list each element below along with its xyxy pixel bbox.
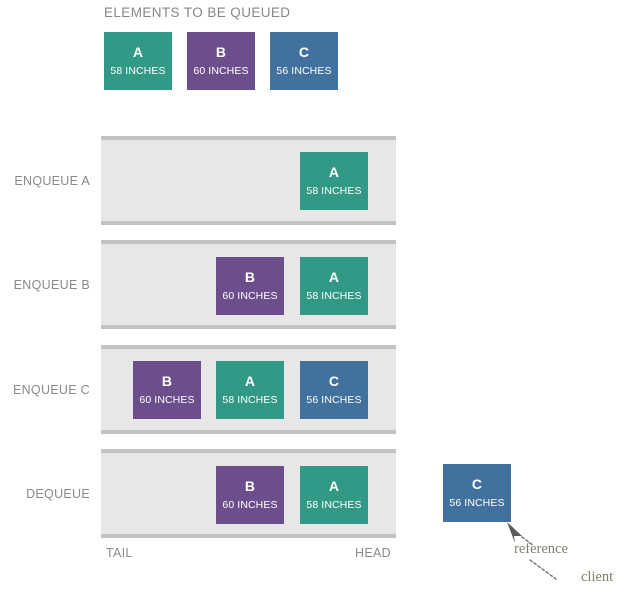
row-enqueue-b-block-1-measure: 58 INCHES — [306, 290, 362, 303]
row-enqueue-c-block-1-letter: A — [244, 373, 256, 390]
row-label-enqueue-a: ENQUEUE A — [14, 174, 90, 188]
row-enqueue-a-block-0: A 58 INCHES — [300, 152, 368, 210]
row-dequeue-block-0-letter: B — [244, 478, 256, 495]
reference-arrowhead-icon — [507, 522, 522, 543]
row-enqueue-b-block-0-letter: B — [244, 269, 256, 286]
row-enqueue-a-block-0-measure: 58 INCHES — [306, 185, 362, 198]
row-enqueue-b-block-0: B 60 INCHES — [216, 257, 284, 315]
row-dequeue-block-1-measure: 58 INCHES — [306, 499, 362, 512]
row-enqueue-c-block-0-letter: B — [161, 373, 173, 390]
row-dequeue-block-0-measure: 60 INCHES — [222, 499, 278, 512]
legend-block-c-measure: 56 INCHES — [276, 65, 332, 78]
legend-title: ELEMENTS TO BE QUEUED — [104, 5, 291, 20]
reference-arrow-tail — [521, 536, 535, 547]
row-dequeue-block-0: B 60 INCHES — [216, 466, 284, 524]
legend-block-b-letter: B — [215, 44, 227, 61]
row-enqueue-c-block-1: A 58 INCHES — [216, 361, 284, 419]
head-label: HEAD — [355, 546, 391, 560]
legend-block-a-measure: 58 INCHES — [110, 65, 166, 78]
reference-client-arrows — [507, 522, 557, 580]
annotation-reference: reference — [514, 541, 568, 557]
row-enqueue-b-block-1: A 58 INCHES — [300, 257, 368, 315]
legend-block-b-measure: 60 INCHES — [193, 65, 249, 78]
legend-block-c: C 56 INCHES — [270, 32, 338, 90]
row-enqueue-b-block-0-measure: 60 INCHES — [222, 290, 278, 303]
row-dequeue-block-1: A 58 INCHES — [300, 466, 368, 524]
legend-block-b: B 60 INCHES — [187, 32, 255, 90]
dequeued-block-c-measure: 56 INCHES — [449, 497, 505, 510]
dequeued-block-c: C 56 INCHES — [443, 464, 511, 522]
row-enqueue-c-block-1-measure: 58 INCHES — [222, 394, 278, 407]
row-enqueue-c-block-2: C 56 INCHES — [300, 361, 368, 419]
annotation-client: client — [581, 569, 614, 585]
legend-block-a: A 58 INCHES — [104, 32, 172, 90]
dequeued-block-c-letter: C — [471, 476, 483, 493]
row-dequeue-block-1-letter: A — [328, 478, 340, 495]
row-label-enqueue-b: ENQUEUE B — [13, 278, 90, 292]
row-label-enqueue-c: ENQUEUE C — [12, 383, 90, 397]
legend-block-a-letter: A — [132, 44, 144, 61]
row-enqueue-c-block-0-measure: 60 INCHES — [139, 394, 195, 407]
row-enqueue-c-block-0: B 60 INCHES — [133, 361, 201, 419]
row-label-dequeue: DEQUEUE — [26, 487, 90, 501]
row-enqueue-c-block-2-measure: 56 INCHES — [306, 394, 362, 407]
row-enqueue-c-block-2-letter: C — [328, 373, 340, 390]
row-enqueue-b-block-1-letter: A — [328, 269, 340, 286]
client-arrow-tail — [529, 559, 557, 580]
tail-label: TAIL — [106, 546, 133, 560]
legend-block-c-letter: C — [298, 44, 310, 61]
row-enqueue-a-block-0-letter: A — [328, 164, 340, 181]
